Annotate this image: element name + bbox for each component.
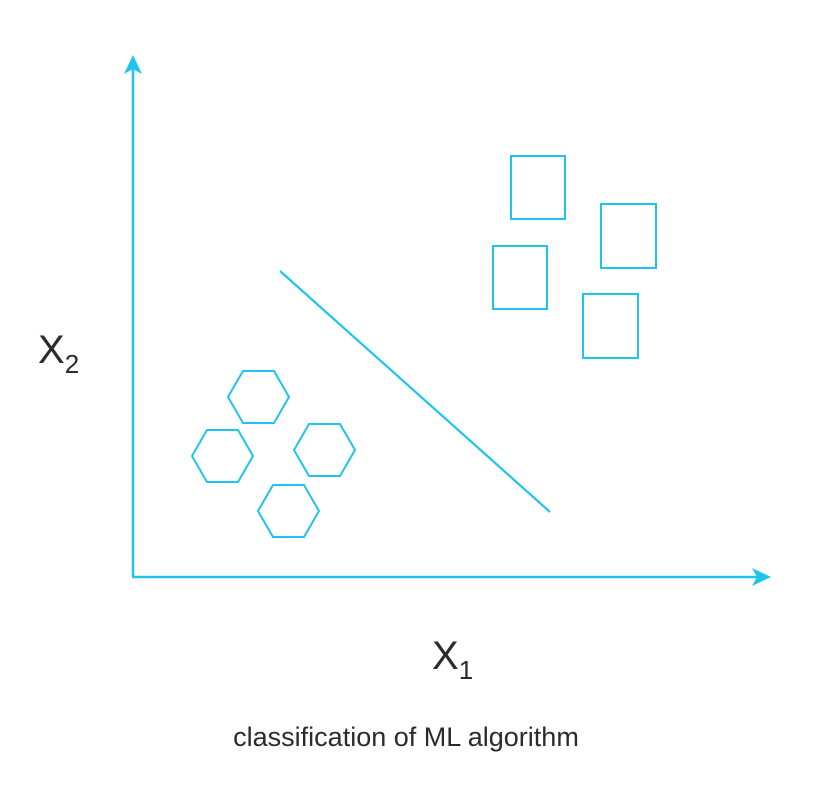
x-axis-arrowhead: [752, 568, 771, 586]
x-axis-label-subscript: 1: [458, 655, 474, 685]
diagram-caption: classification of ML algorithm: [233, 722, 579, 752]
square-class-group: [492, 155, 657, 359]
square-point: [492, 245, 548, 310]
square-point: [510, 155, 566, 220]
hexagon-point: [226, 370, 291, 424]
hexagon-class-group: [190, 370, 357, 538]
decision-boundary-line: [279, 270, 551, 513]
hexagon-point: [256, 484, 321, 538]
y-axis-label-main: X: [38, 328, 65, 372]
hexagon-point: [292, 423, 357, 477]
y-axis-label-subscript: 2: [64, 349, 80, 379]
square-point: [600, 203, 657, 269]
x-axis-label: X1: [432, 636, 473, 683]
x-axis-label-main: X: [432, 634, 459, 678]
hexagon-point: [190, 429, 255, 483]
y-axis-label: X2: [38, 330, 79, 377]
y-axis-arrowhead: [124, 55, 142, 74]
square-point: [582, 293, 639, 359]
